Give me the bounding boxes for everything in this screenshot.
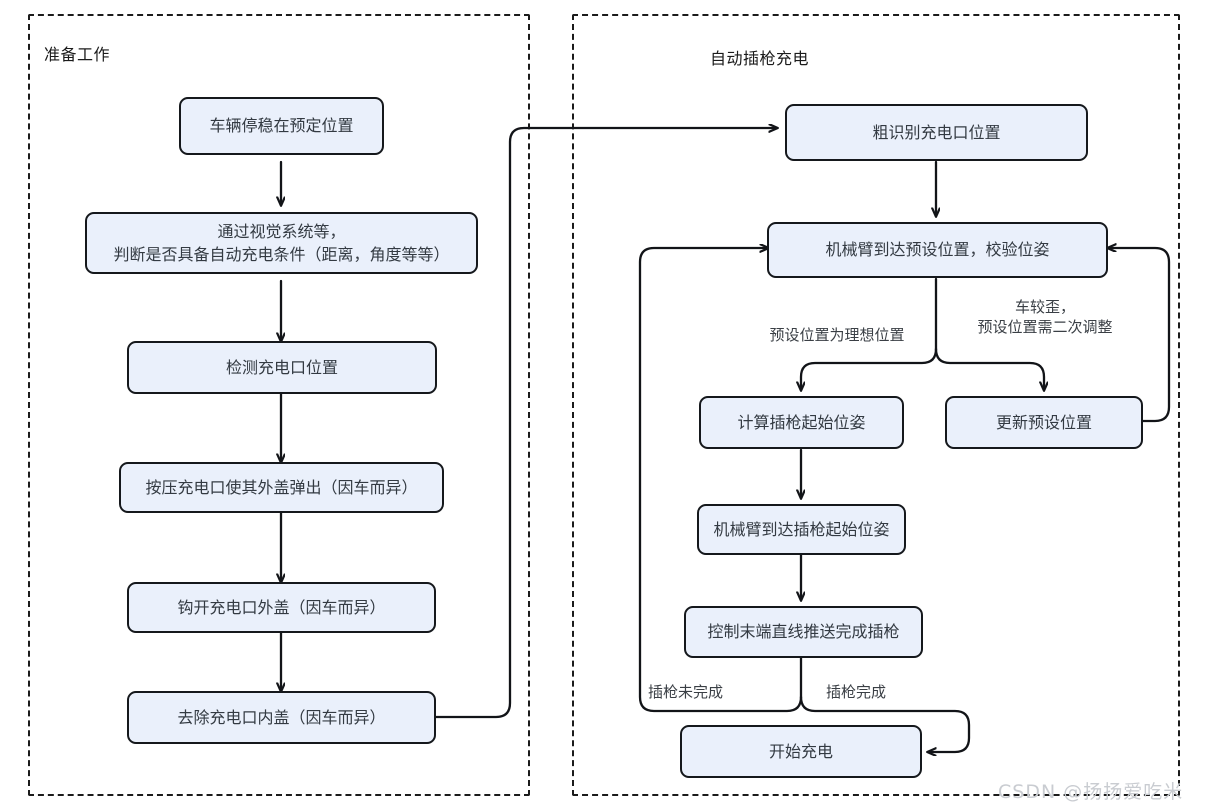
edge-label-preset-ideal: 预设位置为理想位置 <box>769 326 905 344</box>
edge-label-insert-complete: 插枪完成 <box>826 683 887 701</box>
node-press-cover[interactable]: 按压充电口使其外盖弹出（因车而异） <box>119 462 444 513</box>
panel-auto-charging <box>572 14 1180 796</box>
edge-n8-n10 <box>934 347 1044 390</box>
edge-label-insert-incomplete: 插枪未完成 <box>648 683 724 701</box>
panel-preparation-title: 准备工作 <box>44 45 111 64</box>
node-update-preset-position[interactable]: 更新预设位置 <box>945 396 1143 449</box>
edge-n6-n7 <box>433 128 777 719</box>
panel-preparation <box>28 14 530 796</box>
edge-n12-n13 <box>799 695 971 752</box>
node-start-charging[interactable]: 开始充电 <box>680 725 922 778</box>
edge-label-vehicle-skewed: 车较歪， 预设位置需二次调整 <box>977 298 1113 337</box>
node-push-straight-insert[interactable]: 控制末端直线推送完成插枪 <box>684 606 923 658</box>
edge-n8-n9 <box>801 347 938 390</box>
node-arm-to-insert-start-pose[interactable]: 机械臂到达插枪起始位姿 <box>697 504 906 555</box>
node-arm-to-preset-verify[interactable]: 机械臂到达预设位置，校验位姿 <box>767 222 1108 278</box>
node-detect-port[interactable]: 检测充电口位置 <box>127 341 437 394</box>
node-coarse-recognize-port[interactable]: 粗识别充电口位置 <box>785 104 1088 161</box>
node-hook-outer-cover[interactable]: 钩开充电口外盖（因车而异） <box>127 582 436 633</box>
node-calc-insert-start-pose[interactable]: 计算插枪起始位姿 <box>699 396 904 449</box>
panel-auto-charging-title: 自动插枪充电 <box>710 49 810 68</box>
node-remove-inner-cover[interactable]: 去除充电口内盖（因车而异） <box>127 691 436 744</box>
node-vision-check[interactable]: 通过视觉系统等， 判断是否具备自动充电条件（距离，角度等等） <box>85 212 478 274</box>
edge-n12-n8 <box>638 248 803 713</box>
node-vehicle-parked[interactable]: 车辆停稳在预定位置 <box>179 97 384 155</box>
edge-n10-n8 <box>1108 248 1171 423</box>
